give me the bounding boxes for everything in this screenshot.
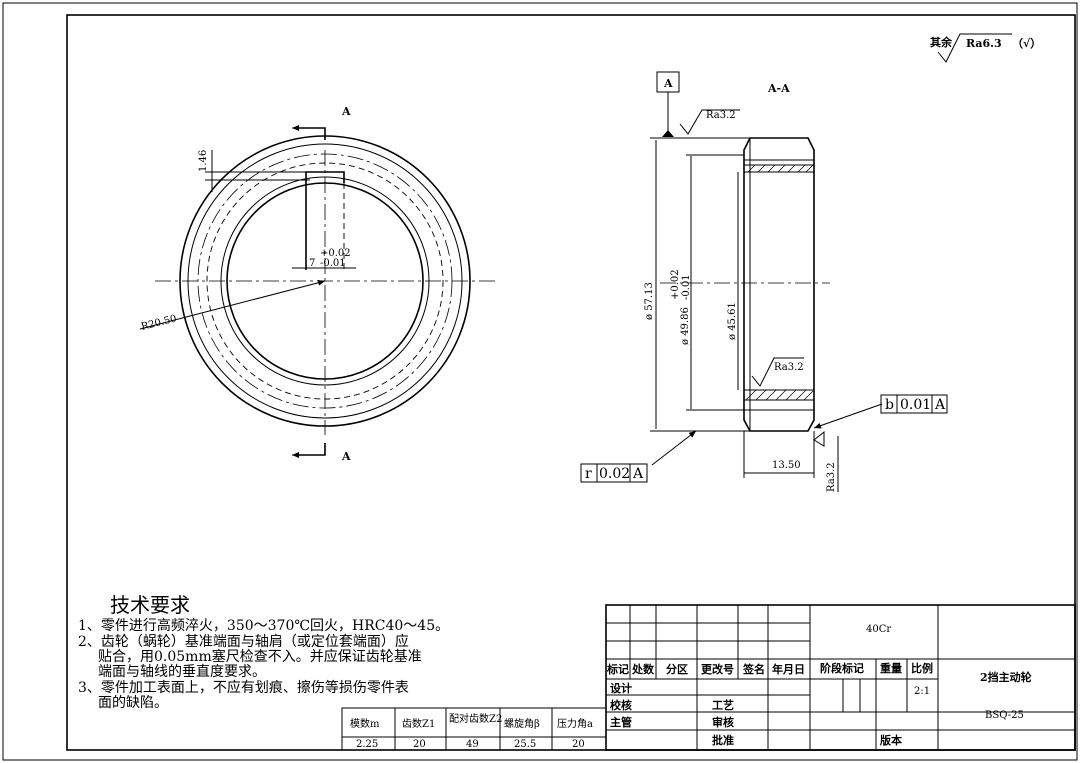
runout-value: 0.02 — [599, 466, 630, 482]
runout-symbol: r — [585, 466, 592, 482]
radius-dim: R20.50 — [140, 313, 178, 332]
tech-requirements: 技术要求 1、零件进行高频淬火，350～370℃回火，HRC40～45。 2、齿… — [78, 593, 449, 711]
tb-design: 设计 — [610, 681, 632, 695]
general-roughness: 其余 Ra6.3 （√） — [930, 33, 1041, 63]
gear-header-pressure: 压力角a — [557, 717, 593, 730]
tb-rev-number: 更改号 — [701, 662, 734, 676]
keyway-width-dim: 7 — [309, 258, 315, 269]
general-roughness-prefix: 其余 — [930, 35, 953, 49]
keyway-width-tol-lower: -0.01 — [320, 258, 346, 269]
section-label-bottom: A — [341, 450, 351, 463]
inner-roughness-text: Ra3.2 — [774, 362, 804, 373]
tb-version: 版本 — [880, 733, 902, 747]
datum-triangle — [662, 130, 674, 137]
part-outline — [743, 137, 815, 432]
top-roughness-text: Ra3.2 — [706, 110, 736, 121]
gear-header-teeth: 齿数Z1 — [402, 717, 435, 730]
tb-check: 校核 — [610, 698, 632, 712]
tb-scale: 2:1 — [914, 686, 930, 697]
gear-params-table: 模数m 齿数Z1 配对齿数Z2 螺旋角β 压力角a 2.25 20 49 25.… — [341, 707, 607, 751]
section-label-top: A — [341, 105, 351, 118]
tb-supervisor: 主管 — [610, 715, 632, 729]
section-view-title: A-A — [767, 82, 790, 95]
hatching-top — [747, 164, 814, 173]
keyway-section-top — [744, 164, 815, 173]
width-dim: 13.50 — [772, 460, 801, 471]
perpendicularity-frame — [880, 394, 948, 414]
tb-rev-zone: 分区 — [666, 662, 688, 676]
title-block: 40Cr 2挡主动轮 BSQ-25 2:1 标记 处数 分区 更改号 签名 年月… — [605, 604, 1076, 751]
perpendicularity-datum: A — [934, 397, 946, 413]
perpendicularity-leader — [813, 403, 883, 429]
section-view: A-A A Ra3.2 — [580, 71, 948, 492]
tb-rev-mark: 标记 — [606, 662, 629, 676]
outer-dia-dim: ø 57.13 — [644, 282, 655, 320]
tech-line-4: 端面与轴线的垂直度要求。 — [98, 663, 266, 680]
general-roughness-value: Ra6.3 — [966, 37, 1002, 50]
tb-rev-count: 处数 — [631, 662, 655, 676]
gear-value-module: 2.25 — [356, 739, 378, 750]
gear-header-mate-teeth: 配对齿数Z2 — [449, 712, 502, 725]
gear-header-helix: 螺旋角β — [504, 717, 540, 730]
runout-leader — [651, 430, 697, 466]
tb-approve: 批准 — [712, 733, 734, 747]
roughness-symbol — [937, 33, 1012, 63]
tb-process: 工艺 — [712, 698, 734, 712]
perpendicularity-symbol: b — [885, 397, 894, 413]
gear-value-mate-teeth: 49 — [466, 739, 479, 750]
tech-line-2: 2、齿轮（蜗轮）基准端面与轴肩（或定位套端面）应 — [78, 633, 409, 650]
right-roughness-symbol — [813, 430, 825, 447]
tb-weight-label: 重量 — [880, 661, 902, 675]
radius-leader — [139, 279, 326, 330]
tb-material: 40Cr — [866, 624, 891, 635]
bore-tol-upper: +0.02 — [670, 269, 681, 300]
keyway-width-tol-upper: +0.02 — [320, 248, 351, 259]
keyway-height-dim: 1.46 — [198, 150, 209, 172]
bore-tol-lower: -0.01 — [681, 274, 692, 300]
tb-scale-label: 比例 — [911, 661, 933, 675]
tb-rev-sign: 签名 — [742, 662, 765, 676]
tb-part-name: 2挡主动轮 — [980, 670, 1032, 684]
runout-datum: A — [632, 466, 644, 482]
right-roughness-text: Ra3.2 — [826, 462, 837, 492]
section-mark-bottom — [296, 443, 326, 456]
tb-drawing-no: BSQ-25 — [985, 710, 1024, 721]
front-view: A A 1.46 7 +0.02 -0.01 R20.50 — [139, 105, 495, 463]
tb-review: 审核 — [712, 715, 734, 729]
tech-line-1: 1、零件进行高频淬火，350～370℃回火，HRC40～45。 — [78, 617, 449, 634]
perpendicularity-value: 0.01 — [900, 397, 931, 413]
keyway-section-bottom — [744, 389, 815, 401]
bore-dia-dim: ø 49.86 — [680, 307, 691, 345]
tb-stage-label: 阶段标记 — [820, 661, 864, 675]
tech-line-5: 3、零件加工表面上，不应有划痕、擦伤等损伤零件表 — [78, 679, 409, 696]
tech-title: 技术要求 — [110, 593, 190, 617]
datum-label: A — [663, 77, 673, 90]
top-roughness-symbol — [679, 109, 740, 135]
gear-value-pressure: 20 — [572, 739, 585, 750]
tech-line-3: 贴合，用0.05mm塞尺检查不入。并应保证齿轮基准 — [98, 648, 422, 665]
inner-roughness-symbol — [751, 357, 804, 387]
inner-dia-dim: ø 45.61 — [727, 302, 738, 340]
hatching-bottom — [745, 389, 814, 401]
tech-line-6: 面的缺陷。 — [98, 695, 168, 711]
gear-value-helix: 25.5 — [514, 739, 536, 750]
tb-rev-date: 年月日 — [772, 662, 805, 676]
gear-value-teeth: 20 — [413, 739, 426, 750]
general-roughness-suffix: （√） — [1012, 37, 1041, 50]
runout-frame — [580, 463, 648, 483]
gear-header-module: 模数m — [350, 717, 380, 730]
